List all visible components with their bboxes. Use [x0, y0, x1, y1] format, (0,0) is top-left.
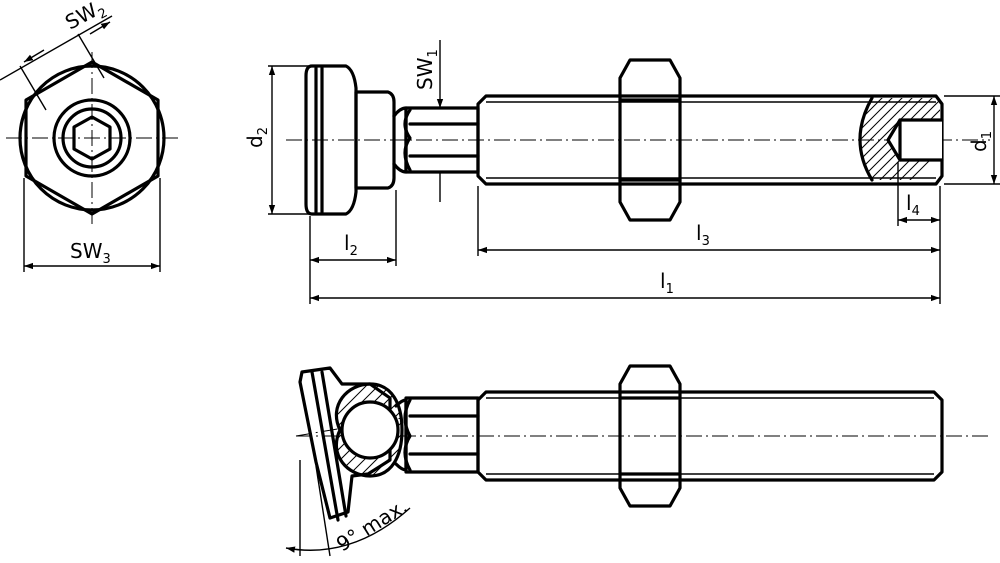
- hex-nut: [618, 58, 682, 222]
- socket-outer-circle: [52, 98, 132, 178]
- d1-label: d1: [967, 131, 995, 152]
- d2-label: d2: [243, 127, 271, 148]
- tilted-hex-section: [404, 396, 480, 474]
- tilted-pad: [298, 366, 392, 520]
- side-view: d2 SW1 d1 l4 l2 l3: [243, 40, 1000, 304]
- tilted-threaded-shank: [476, 390, 944, 482]
- sw2-label: SW2: [61, 0, 110, 38]
- end-view: SW2 SW3: [0, 0, 178, 272]
- l2-label: l2: [344, 231, 358, 259]
- tilted-pad-groove: [320, 370, 348, 518]
- sw3-label: SW3: [70, 239, 111, 267]
- hex-chamfer-arc: [403, 108, 412, 172]
- pad-outer-circle: [18, 64, 166, 212]
- l3-label: l3: [696, 221, 710, 249]
- socket-cavity: [886, 118, 944, 162]
- swivel-pad: [304, 64, 358, 216]
- l4-label: l4: [906, 191, 920, 219]
- ball-core: [340, 400, 400, 460]
- socket-inner-circle: [61, 107, 123, 169]
- sw2-dimension-line: [0, 15, 113, 81]
- sw2-arrow-2: [89, 21, 111, 35]
- sw2-extension-2: [77, 33, 105, 79]
- tilted-hex-nut: [618, 364, 682, 508]
- angle-arc: [285, 507, 411, 553]
- ball-outline: [334, 382, 404, 478]
- angle-tilt-line: [315, 465, 331, 557]
- hex-flats-outline: [24, 60, 160, 216]
- sw1-label: SW1: [413, 49, 441, 90]
- threaded-shank: [476, 94, 944, 186]
- tilted-pad-face-line: [310, 370, 340, 522]
- tilted-view: 9° max.: [285, 364, 990, 557]
- hex-socket: [72, 115, 112, 161]
- sw2-extension-1: [19, 65, 47, 111]
- tilted-hex-chamfer: [403, 398, 412, 472]
- sw2-arrow-1: [23, 49, 45, 63]
- ball-housing: [354, 90, 396, 190]
- l1-label: l1: [660, 269, 674, 297]
